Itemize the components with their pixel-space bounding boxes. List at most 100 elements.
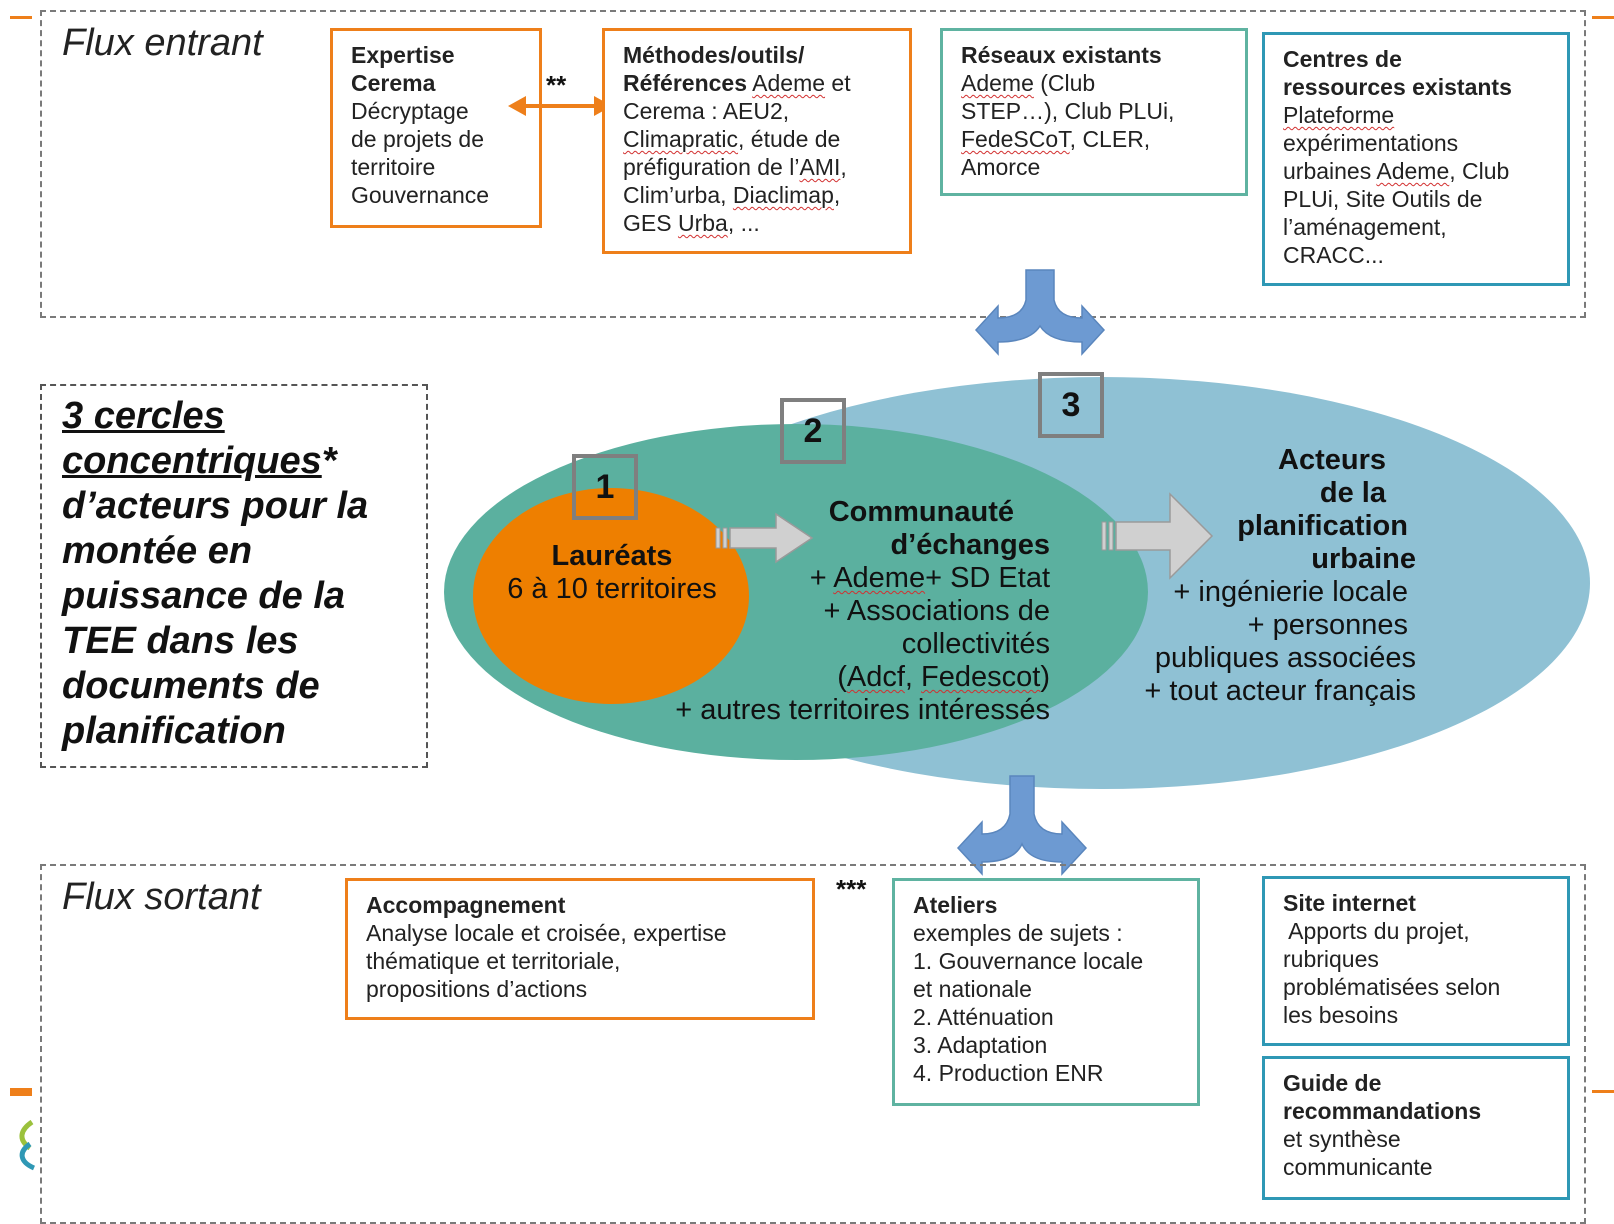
circle-1-text: Lauréats 6 à 10 territoires	[484, 540, 740, 606]
double-star-note: **	[546, 70, 567, 100]
c2-title-text: Communauté	[828, 496, 1014, 528]
circle-3-text: Acteurs de la planification urbaine + in…	[1120, 444, 1416, 708]
intro-line-5: puissance de la	[62, 575, 346, 617]
triple-star-note: ***	[836, 874, 867, 904]
circle-1	[473, 488, 749, 704]
centres-line: Plateforme	[1283, 101, 1549, 129]
centres-line: l’aménagement,	[1283, 214, 1447, 240]
circle-2-text: Communauté d’échanges + Ademe+ SD Etat +…	[658, 496, 1050, 727]
c3-title-3: planification	[1120, 510, 1416, 543]
methodes-text: , ...	[727, 210, 760, 236]
guide-line: communicante	[1283, 1154, 1433, 1180]
centres-title-1: Centres de	[1283, 46, 1402, 72]
flux-entrant-panel	[40, 10, 1586, 318]
c2-text: (	[837, 661, 847, 693]
centres-line: CRACC...	[1283, 242, 1384, 268]
reseaux-existants-box: Réseaux existants Ademe (Club STEP…), Cl…	[940, 28, 1248, 196]
flux-sortant-title: Flux sortant	[62, 876, 261, 918]
centres-text: , Club	[1449, 158, 1510, 184]
ateliers-title: Ateliers	[913, 892, 998, 918]
c2-adcf: Adcf	[846, 661, 905, 693]
c2-line: collectivités	[901, 628, 1050, 660]
reseaux-line: STEP…), Club PLUi,	[961, 98, 1175, 124]
methodes-ademe: Ademe	[752, 70, 826, 96]
expertise-cerema-box: Expertise Cerema Décryptage de projets d…	[330, 28, 542, 228]
decor-tick-bottom-left	[10, 1088, 32, 1096]
methodes-text: ,	[833, 182, 841, 208]
block-arrow-1-icon	[715, 512, 814, 564]
logo-fragment-icon	[19, 1120, 36, 1171]
centres-ressources-box: Centres de ressources existants Platefor…	[1262, 32, 1570, 286]
fork-arrow-bottom-icon	[956, 775, 1088, 876]
expertise-line: territoire	[351, 154, 436, 180]
methodes-text: GES	[623, 210, 678, 236]
methodes-diaclimap: Diaclimap	[732, 182, 834, 208]
number-box-2: 2	[780, 398, 846, 464]
c2-text: +	[809, 562, 834, 594]
decor-tick-top-left	[10, 16, 32, 19]
expertise-line: de projets de	[351, 126, 484, 152]
centres-line: expérimentations	[1283, 130, 1459, 156]
methodes-text: ,	[840, 154, 847, 180]
intro-line-3: d’acteurs pour la	[62, 485, 369, 527]
centres-ademe: Ademe	[1376, 158, 1450, 184]
methodes-title-1: Méthodes/outils/	[623, 42, 805, 68]
methodes-et: et	[831, 70, 851, 96]
methodes-outils-box: Méthodes/outils/ Références Ademe et Cer…	[602, 28, 912, 254]
c2-title-2: d’échanges	[658, 529, 1050, 562]
methodes-climapratic: Climapratic	[623, 126, 739, 152]
intro-text: 3 cercles	[62, 395, 225, 437]
c3-title-text: planification	[1237, 510, 1408, 542]
c2-line: + Associations de	[823, 595, 1050, 627]
guide-title-2: recommandations	[1283, 1098, 1482, 1124]
methodes-title-2: Références	[623, 70, 748, 96]
c2-title-1: Communauté	[658, 496, 1050, 529]
reseaux-line: Amorce	[961, 154, 1041, 180]
c3-line: + ingénierie locale	[1173, 576, 1408, 608]
fork-arrow-top-icon	[974, 269, 1106, 356]
methodes-line: Climapratic, étude de	[623, 125, 891, 153]
methodes-line: GES Urba, ...	[623, 209, 891, 237]
flux-entrant-title: Flux entrant	[62, 22, 263, 64]
site-line: rubriques	[1283, 946, 1379, 972]
decor-tick-bottom-right	[1592, 1090, 1614, 1093]
reseaux-title: Réseaux existants	[961, 42, 1162, 68]
c3-title-text: Acteurs	[1278, 444, 1386, 476]
intro-star: *	[321, 440, 337, 482]
centres-line: urbaines Ademe, Club	[1283, 157, 1549, 185]
site-line: problématisées selon	[1283, 974, 1501, 1000]
laureats-title: Lauréats	[484, 540, 740, 573]
methodes-text: préfiguration de l’	[623, 154, 800, 180]
ateliers-line: 1. Gouvernance locale	[913, 948, 1144, 974]
decor-tick-top-right	[1592, 16, 1614, 19]
centres-title-2: ressources existants	[1283, 74, 1512, 100]
reseaux-text: , CLER,	[1069, 126, 1151, 152]
laureats-sub: 6 à 10 territoires	[507, 573, 717, 605]
c2-title-text: d’échanges	[890, 529, 1050, 561]
accomp-line: Analyse locale et croisée, expertise	[366, 920, 727, 946]
guide-line: et synthèse	[1283, 1126, 1401, 1152]
guide-recommandations-box: Guide de recommandations et synthèse com…	[1262, 1056, 1570, 1200]
c3-line: publiques associées	[1154, 642, 1416, 674]
c2-line: + Ademe+ SD Etat	[658, 562, 1050, 595]
site-title: Site internet	[1283, 890, 1416, 916]
accomp-line: thématique et territoriale,	[366, 948, 621, 974]
c2-fedescot: Fedescot	[921, 661, 1041, 693]
c3-title-text: urbaine	[1311, 543, 1416, 575]
number-box-1: 1	[572, 454, 638, 520]
c3-line: + personnes	[1247, 609, 1408, 641]
site-line: Apports du projet,	[1283, 918, 1470, 944]
c2-line: (Adcf, Fedescot)	[658, 661, 1050, 694]
intro-box: 3 cercles concentriques* d’acteurs pour …	[40, 384, 428, 768]
ateliers-line: 2. Atténuation	[913, 1004, 1054, 1030]
intro-line-6: TEE dans les	[62, 620, 299, 662]
reseaux-fedescot: FedeSCoT	[961, 126, 1070, 152]
reseaux-line: Ademe (Club	[961, 69, 1227, 97]
accomp-title: Accompagnement	[366, 892, 566, 918]
intro-line-1: 3 cercles	[62, 394, 406, 439]
reseaux-text: (Club	[1033, 70, 1096, 96]
laureats-title-text: Lauréats	[551, 540, 673, 572]
ateliers-line: 3. Adaptation	[913, 1032, 1048, 1058]
number-box-3: 3	[1038, 372, 1104, 438]
